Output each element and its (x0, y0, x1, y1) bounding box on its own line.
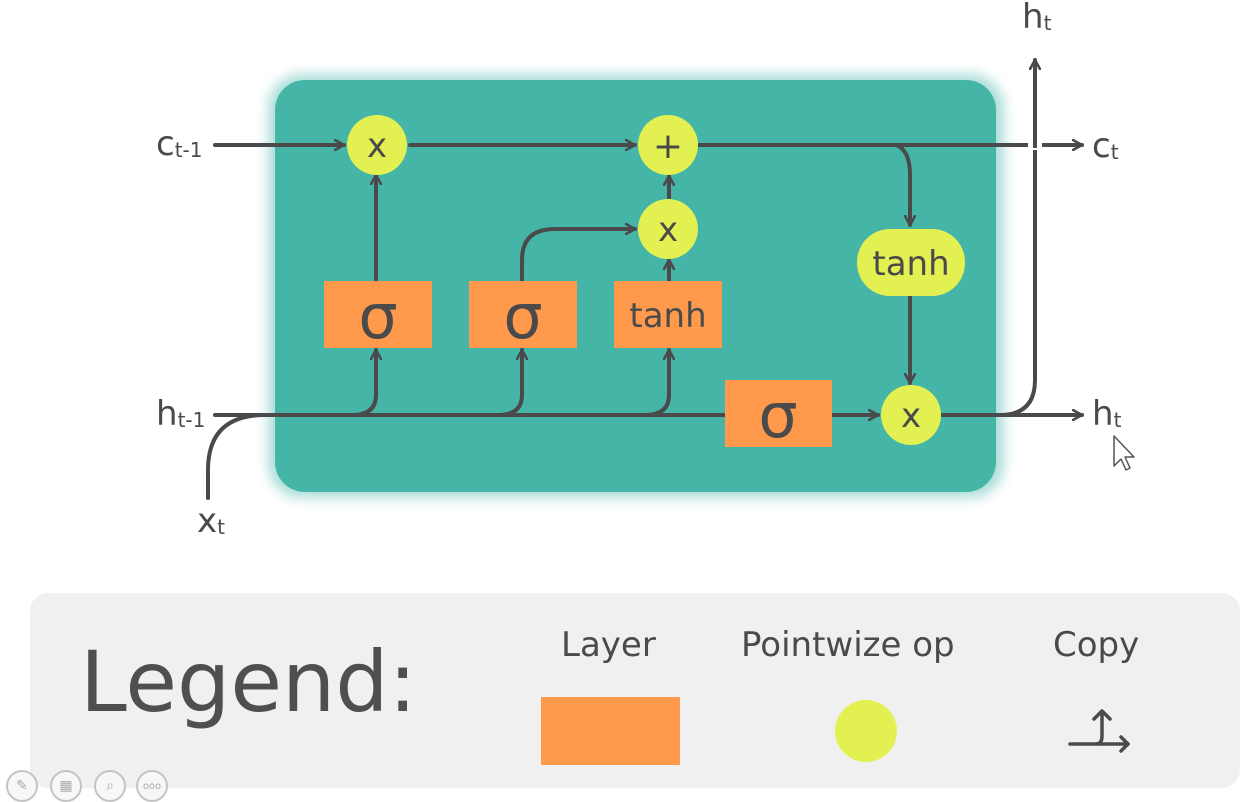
mult-forget-label: x (367, 126, 387, 166)
mult-input-op (638, 199, 698, 259)
x-input-curve (206, 413, 267, 500)
output-gate-layer (725, 380, 832, 447)
lstm-diagram: σ σ tanh σ x + x tanh x ct-1 ht-1 xt ct … (156, 0, 1135, 541)
output-gate-label: σ (758, 379, 797, 452)
h-to-input-arrow (496, 348, 522, 417)
c-out-label: ct (1092, 126, 1119, 166)
cell-tanh-op (857, 229, 965, 296)
c-to-tanh-arrow (894, 143, 910, 227)
input-gate-label: σ (503, 280, 542, 353)
add-cell-op (638, 115, 698, 175)
h-out-label: ht (1092, 394, 1122, 434)
input-gate-layer (469, 281, 577, 348)
c-prev-label: ct-1 (156, 124, 203, 164)
h-prev-label: ht-1 (156, 394, 205, 434)
legend-title: Legend: (80, 633, 417, 731)
cell-tanh-label: tanh (872, 244, 949, 284)
forget-gate-layer (324, 281, 432, 348)
pencil-icon[interactable]: ✎ (6, 770, 38, 802)
forget-gate-label: σ (358, 280, 397, 353)
legend-copy-label: Copy (1053, 625, 1140, 665)
input-to-mult-arrow (520, 229, 637, 282)
more-label: ooo (142, 780, 162, 792)
candidate-label: tanh (629, 296, 706, 336)
add-cell-label: + (653, 126, 683, 167)
cursor-icon (1113, 435, 1135, 471)
mult-output-op (881, 385, 941, 445)
mult-input-label: x (658, 210, 678, 250)
mult-output-label: x (901, 396, 921, 436)
h-up-arrow (998, 58, 1035, 417)
x-label: xt (197, 501, 225, 541)
legend-layer-label: Layer (561, 625, 656, 665)
legend-pointwise-label: Pointwize op (741, 625, 955, 665)
mult-forget-op (347, 115, 407, 175)
more-icon[interactable]: ooo (136, 770, 168, 802)
zoom-icon[interactable]: ⌕ (94, 770, 126, 802)
legend-layer-swatch (541, 697, 680, 765)
h-to-candidate-arrow (643, 348, 669, 417)
copy-arrow-icon (1068, 709, 1130, 753)
candidate-layer (614, 281, 722, 348)
h-top-label: ht (1022, 0, 1052, 37)
h-to-forget-arrow (350, 348, 376, 417)
legend-pointwise-swatch (835, 700, 897, 762)
slides-icon[interactable]: ▦ (50, 770, 82, 802)
